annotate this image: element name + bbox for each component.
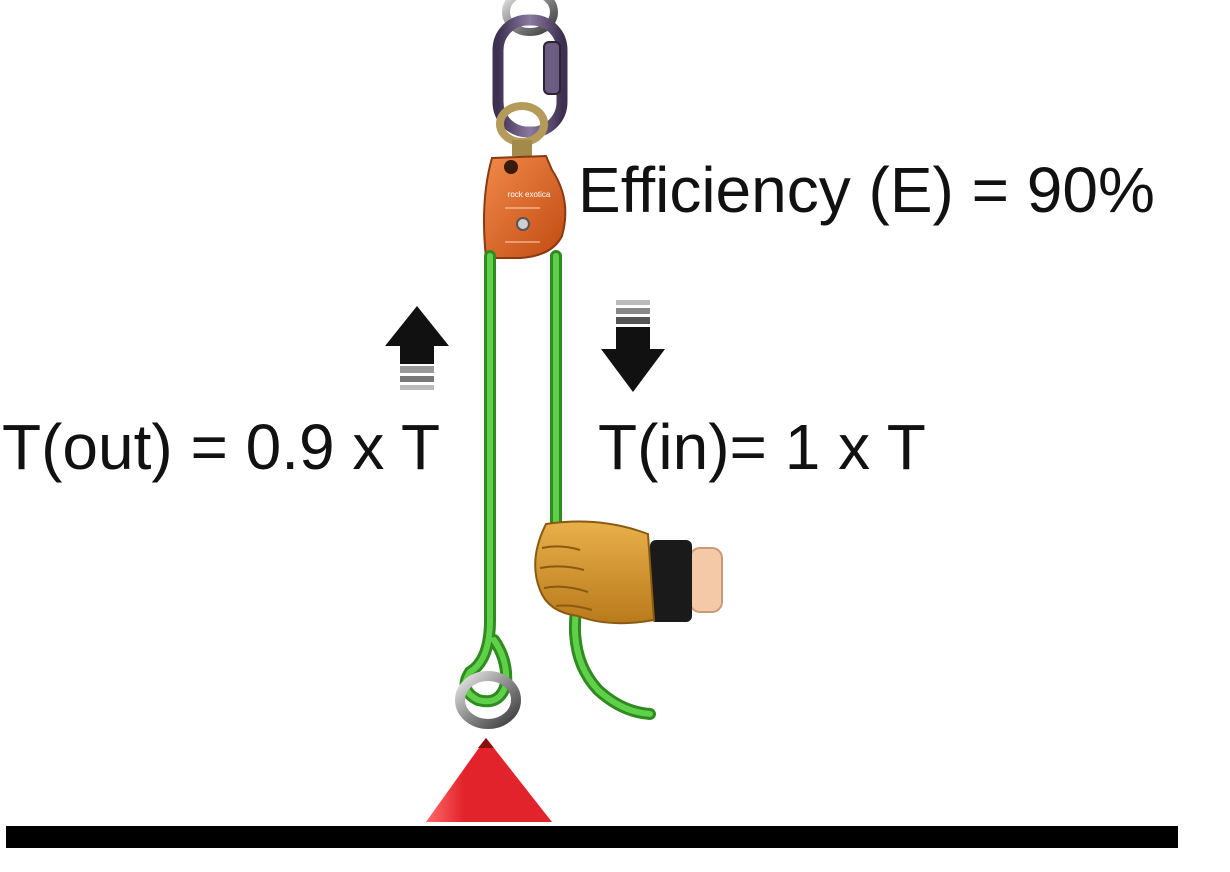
load-triangle <box>426 738 552 822</box>
anchor-ring <box>502 0 558 36</box>
pulley-side-plate <box>483 154 567 259</box>
arrow-down-icon <box>601 300 665 392</box>
load-ring <box>455 671 521 729</box>
tension-out-label: T(out) = 0.9 x T <box>2 411 441 483</box>
pulley-axle <box>516 217 530 231</box>
rope-out-strand-highlight <box>462 253 510 705</box>
pulley-markings <box>505 207 540 243</box>
carabiner <box>492 14 568 138</box>
ground-line <box>6 826 1178 848</box>
tension-in-label: T(in)= 1 x T <box>598 411 926 483</box>
rope-in-strand-highlight <box>553 253 653 717</box>
carabiner-locking-sleeve <box>543 41 561 95</box>
arrow-up-icon <box>385 306 449 390</box>
pulley-brand-text: rock exotica <box>507 190 551 199</box>
efficiency-label: Efficiency (E) = 90% <box>578 154 1155 226</box>
rope-out-strand <box>459 250 513 708</box>
rope-in-strand <box>550 250 656 720</box>
load-triangle-top <box>478 738 494 748</box>
pulley-top-hole <box>504 160 518 174</box>
swivel-neck <box>512 140 532 156</box>
gloved-hand-icon <box>534 520 723 625</box>
